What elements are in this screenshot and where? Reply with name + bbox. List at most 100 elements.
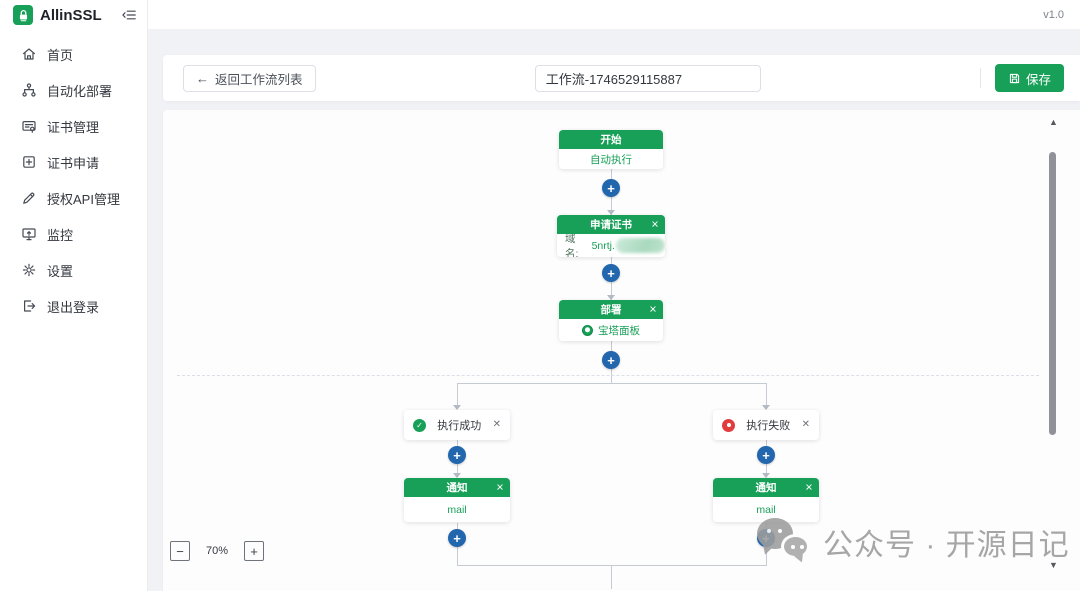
plus-icon: + xyxy=(762,530,770,546)
sidebar-item-label: 监控 xyxy=(47,227,74,243)
add-node-button[interactable]: + xyxy=(448,446,466,464)
add-node-button[interactable]: + xyxy=(602,179,620,197)
sidebar-item-label: 证书管理 xyxy=(47,119,100,135)
settings-icon xyxy=(21,262,37,278)
scroll-down-arrow[interactable]: ▼ xyxy=(1049,560,1058,570)
close-icon[interactable]: ✕ xyxy=(649,303,657,315)
node-notify-header: 通知 ✕ xyxy=(713,478,819,497)
close-icon[interactable]: ✕ xyxy=(801,419,810,430)
version-label: v1.0 xyxy=(1043,8,1064,21)
node-notify-body: mail xyxy=(404,497,510,522)
scroll-up-arrow[interactable]: ▲ xyxy=(1049,117,1058,127)
sidebar: AllinSSL 首页 自动化部署 证书管理 证书申请 xyxy=(0,0,148,591)
sidebar-item-home[interactable]: 首页 xyxy=(0,36,147,72)
back-to-workflow-list-button[interactable]: ← 返回工作流列表 xyxy=(183,64,316,92)
sidebar-item-settings[interactable]: 设置 xyxy=(0,252,147,288)
error-icon xyxy=(722,418,735,432)
connector-line xyxy=(611,565,612,589)
connector-arrow xyxy=(762,405,770,410)
plus-icon: + xyxy=(607,265,615,281)
node-exec-fail[interactable]: 执行失败 ✕ xyxy=(713,410,819,440)
node-apply-cert-header: 申请证书 ✕ xyxy=(557,215,665,234)
node-start-body: 自动执行 xyxy=(559,149,663,169)
node-title: 开始 xyxy=(600,134,622,146)
node-title: 部署 xyxy=(600,304,622,316)
sidebar-item-label: 设置 xyxy=(47,263,74,279)
node-title: 通知 xyxy=(446,482,468,494)
close-icon[interactable]: ✕ xyxy=(492,419,501,430)
node-exec-success[interactable]: ✓ 执行成功 ✕ xyxy=(404,410,510,440)
plus-icon: + xyxy=(607,352,615,368)
close-icon[interactable]: ✕ xyxy=(651,218,659,230)
sidebar-item-cert-apply[interactable]: 证书申请 xyxy=(0,144,147,180)
zoom-out-button[interactable]: − xyxy=(170,541,190,561)
topbar: v1.0 xyxy=(148,0,1080,30)
close-icon[interactable]: ✕ xyxy=(805,481,813,493)
connector-arrow xyxy=(607,210,615,215)
branch-guide-line xyxy=(177,375,1039,376)
zoom-level: 70% xyxy=(205,545,229,557)
sidebar-nav: 首页 自动化部署 证书管理 证书申请 授权API管理 监控 xyxy=(0,30,147,324)
logout-icon xyxy=(21,298,37,314)
node-apply-cert[interactable]: 申请证书 ✕ 域名: 5nrtj. xyxy=(557,215,665,257)
add-node-button[interactable]: + xyxy=(757,446,775,464)
certificate-apply-icon xyxy=(21,154,37,170)
workflow-name-input[interactable] xyxy=(534,64,761,92)
connector-arrow xyxy=(607,295,615,300)
scrollbar-thumb[interactable] xyxy=(1049,152,1056,435)
node-title: 申请证书 xyxy=(590,219,632,231)
sidebar-collapse-icon[interactable] xyxy=(121,7,137,23)
brand-row: AllinSSL xyxy=(0,0,147,30)
save-button-label: 保存 xyxy=(1025,72,1051,87)
redacted-domain xyxy=(615,238,665,253)
node-start[interactable]: 开始 自动执行 xyxy=(559,130,663,169)
connector-line xyxy=(457,383,767,384)
plus-icon: + xyxy=(453,447,461,463)
check-glyph: ✓ xyxy=(416,420,423,430)
node-apply-cert-body: 域名: 5nrtj. xyxy=(557,232,665,258)
node-notify-fail[interactable]: 通知 ✕ mail xyxy=(713,478,819,522)
home-icon xyxy=(21,46,37,62)
add-node-button[interactable]: + xyxy=(602,264,620,282)
node-notify-header: 通知 ✕ xyxy=(404,478,510,497)
add-node-button[interactable]: + xyxy=(757,529,775,547)
sidebar-item-api-auth[interactable]: 授权API管理 xyxy=(0,180,147,216)
minus-icon: − xyxy=(176,543,184,559)
sidebar-item-label: 自动化部署 xyxy=(47,83,113,99)
main-area: ← 返回工作流列表 保存 xyxy=(148,30,1080,591)
back-arrow-icon: ← xyxy=(196,70,209,86)
zoom-in-button[interactable]: + xyxy=(244,541,264,561)
connector-line xyxy=(457,383,458,405)
deploy-target-label: 宝塔面板 xyxy=(598,324,640,337)
monitor-icon xyxy=(21,226,37,242)
plus-icon: + xyxy=(453,530,461,546)
error-dot xyxy=(726,423,731,427)
node-deploy-header: 部署 ✕ xyxy=(559,300,663,319)
node-start-header: 开始 xyxy=(559,130,663,149)
sidebar-item-cert-manage[interactable]: 证书管理 xyxy=(0,108,147,144)
condition-label: 执行成功 xyxy=(437,420,482,432)
sidebar-item-monitor[interactable]: 监控 xyxy=(0,216,147,252)
workflow-canvas[interactable]: 开始 自动执行 + 申请证书 ✕ 域名: 5nrtj. + xyxy=(163,110,1080,591)
plus-icon: + xyxy=(250,543,258,559)
add-node-button[interactable]: + xyxy=(448,529,466,547)
domain-label: 域名: xyxy=(565,232,579,258)
close-icon[interactable]: ✕ xyxy=(496,481,504,493)
node-deploy-body: 宝塔面板 xyxy=(559,319,663,341)
sidebar-item-auto-deploy[interactable]: 自动化部署 xyxy=(0,72,147,108)
add-node-button[interactable]: + xyxy=(602,351,620,369)
sidebar-item-logout[interactable]: 退出登录 xyxy=(0,288,147,324)
brand-name: AllinSSL xyxy=(40,6,102,24)
node-deploy[interactable]: 部署 ✕ 宝塔面板 xyxy=(559,300,663,341)
baota-panel-icon xyxy=(582,324,593,336)
node-notify-success[interactable]: 通知 ✕ mail xyxy=(404,478,510,522)
canvas-zoom-controls: − 70% + xyxy=(170,541,264,561)
save-button[interactable]: 保存 xyxy=(994,64,1064,92)
node-notify-body: mail xyxy=(713,497,819,522)
save-icon xyxy=(1009,73,1020,83)
api-auth-icon xyxy=(21,190,37,206)
certificate-manage-icon xyxy=(21,118,37,134)
allinssl-logo-icon xyxy=(13,5,33,25)
sidebar-item-label: 证书申请 xyxy=(47,155,100,171)
